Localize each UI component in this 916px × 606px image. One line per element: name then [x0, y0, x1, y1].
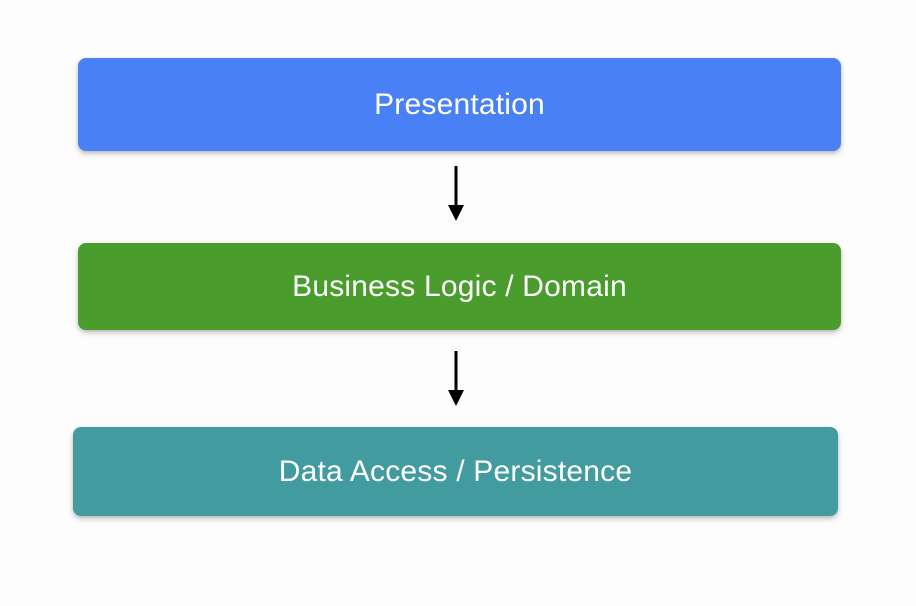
layer-box-business-logic[interactable]: Business Logic / Domain [78, 243, 841, 330]
layer-label-presentation: Presentation [374, 87, 545, 121]
arrow-down-icon [448, 351, 464, 406]
arrow-business-logic-to-data-access [440, 350, 472, 408]
layer-label-data-access: Data Access / Persistence [278, 454, 633, 488]
arrow-down-icon [448, 166, 464, 221]
layer-box-presentation[interactable]: Presentation [78, 58, 841, 151]
layer-box-data-access[interactable]: Data Access / Persistence [73, 427, 838, 516]
layer-label-business-logic: Business Logic / Domain [292, 269, 627, 303]
arrow-presentation-to-business-logic [440, 165, 472, 223]
